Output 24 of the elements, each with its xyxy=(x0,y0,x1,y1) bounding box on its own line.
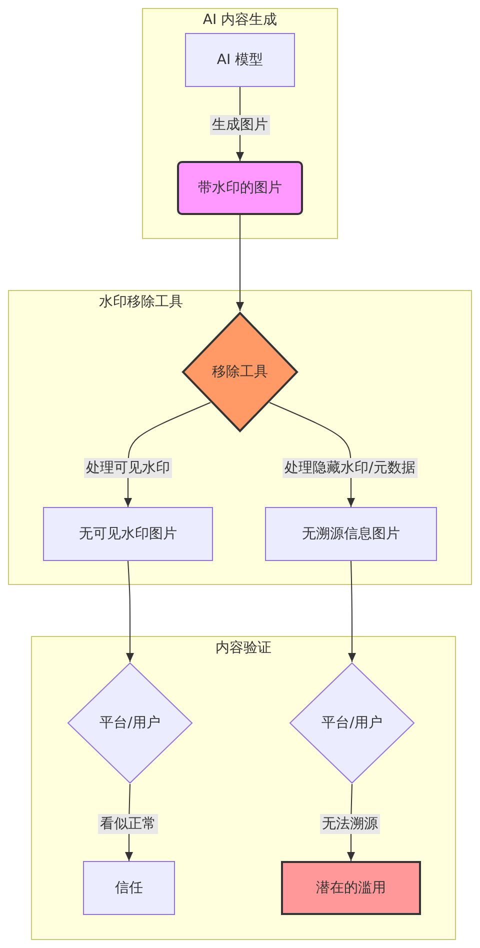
edge-label: 处理隐藏水印/元数据 xyxy=(282,458,418,478)
edge-label: 看似正常 xyxy=(98,814,158,834)
group-title: 水印移除工具 xyxy=(99,293,183,311)
process-box: 带水印的图片 xyxy=(177,161,303,215)
process-box: AI 模型 xyxy=(185,33,295,87)
edge-label: 无法溯源 xyxy=(320,814,380,834)
group-box xyxy=(31,636,456,940)
arrow xyxy=(348,560,356,662)
diamond-label: 平台/用户 xyxy=(98,714,162,732)
process-box: 信任 xyxy=(83,861,175,915)
arrow xyxy=(269,402,355,508)
process-box: 潜在的滥用 xyxy=(281,861,421,915)
arrow xyxy=(126,560,134,662)
group-title: 内容验证 xyxy=(216,639,272,657)
arrow xyxy=(236,214,244,312)
group-box xyxy=(142,8,338,239)
group-title: AI 内容生成 xyxy=(202,11,278,29)
group-box xyxy=(8,290,472,585)
edge-label: 处理可见水印 xyxy=(84,458,172,478)
process-box: 无溯源信息图片 xyxy=(265,507,437,561)
diamond-label: 平台/用户 xyxy=(320,714,384,732)
diamond-label: 移除工具 xyxy=(211,363,269,381)
process-box: 无可见水印图片 xyxy=(43,507,213,561)
edge-label: 生成图片 xyxy=(210,115,270,135)
